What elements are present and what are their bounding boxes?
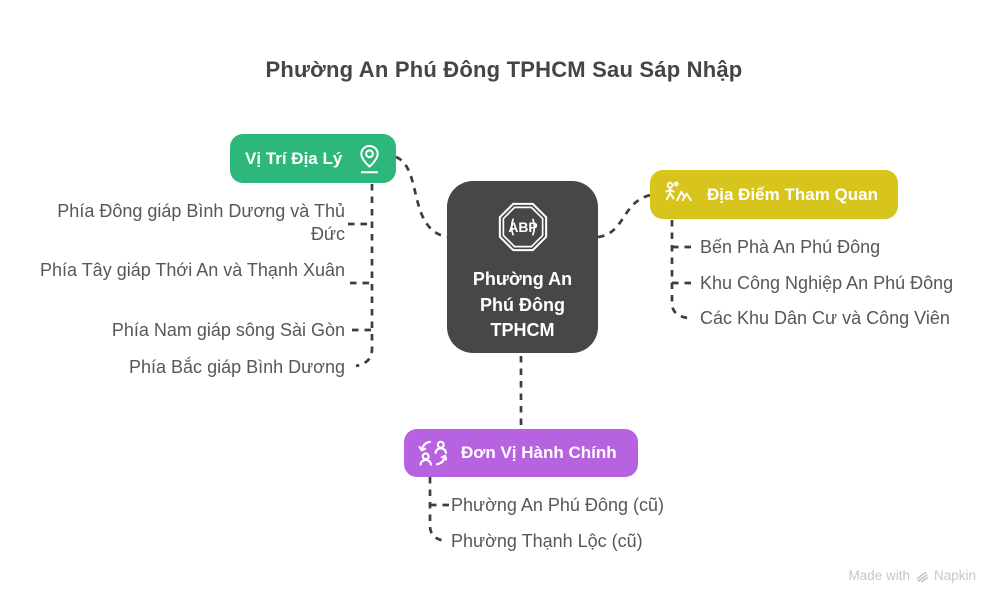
connector-location-to-center	[395, 155, 448, 239]
list-item[interactable]: Khu Công Nghiệp An Phú Đông	[700, 273, 954, 293]
people-swap-icon	[417, 438, 450, 468]
attractions-tree-trunk	[670, 220, 689, 320]
diagram-title: Phường An Phú Đông TPHCM Sau Sáp Nhập	[265, 57, 743, 82]
watermark-brand: Napkin	[933, 568, 976, 583]
list-item[interactable]: Phía Bắc giáp Bình Dương	[129, 357, 345, 377]
list-item[interactable]: Phường An Phú Đông (cũ)	[451, 495, 664, 515]
branch-node-admin[interactable]: Đơn Vị Hành Chính	[404, 429, 638, 477]
list-item[interactable]: Phường Thạnh Lộc (cũ)	[451, 531, 643, 551]
abp-octagon-icon: ABP	[498, 202, 548, 257]
branch-label-attractions: Địa Điểm Tham Quan	[707, 184, 878, 204]
list-item[interactable]: Các Khu Dân Cư và Công Viên	[700, 308, 950, 328]
hiking-trail-icon	[663, 180, 697, 210]
branch-node-attractions[interactable]: Địa Điểm Tham Quan	[650, 170, 898, 219]
watermark-prefix: Made with	[848, 568, 910, 583]
branch-label-location: Vị Trí Địa Lý	[245, 148, 343, 168]
branch-node-location[interactable]: Vị Trí Địa Lý	[230, 134, 396, 183]
center-node[interactable]: ABP Phường An Phú Đông TPHCM	[447, 181, 598, 353]
svg-text:ABP: ABP	[508, 219, 537, 235]
location-tree-trunk	[355, 184, 374, 368]
napkin-watermark[interactable]: Made with Napkin	[848, 568, 976, 583]
list-item[interactable]: Phía Nam giáp sông Sài Gòn	[111, 320, 345, 340]
center-node-label: Phường An Phú Đông TPHCM	[472, 269, 573, 340]
list-item[interactable]: Phía Tây giáp Thới An và Thạnh Xuân	[39, 260, 345, 280]
napkin-logo-icon	[915, 569, 929, 583]
branch-label-admin: Đơn Vị Hành Chính	[461, 443, 617, 462]
map-pin-icon	[356, 143, 383, 175]
list-item[interactable]: Bến Phà An Phú Đông	[700, 237, 881, 257]
list-item[interactable]: Phía Đông giáp Bình Dương và Thủ Đức	[57, 201, 345, 244]
admin-tree-trunk	[428, 477, 447, 543]
connector-center-to-attractions	[597, 193, 652, 239]
